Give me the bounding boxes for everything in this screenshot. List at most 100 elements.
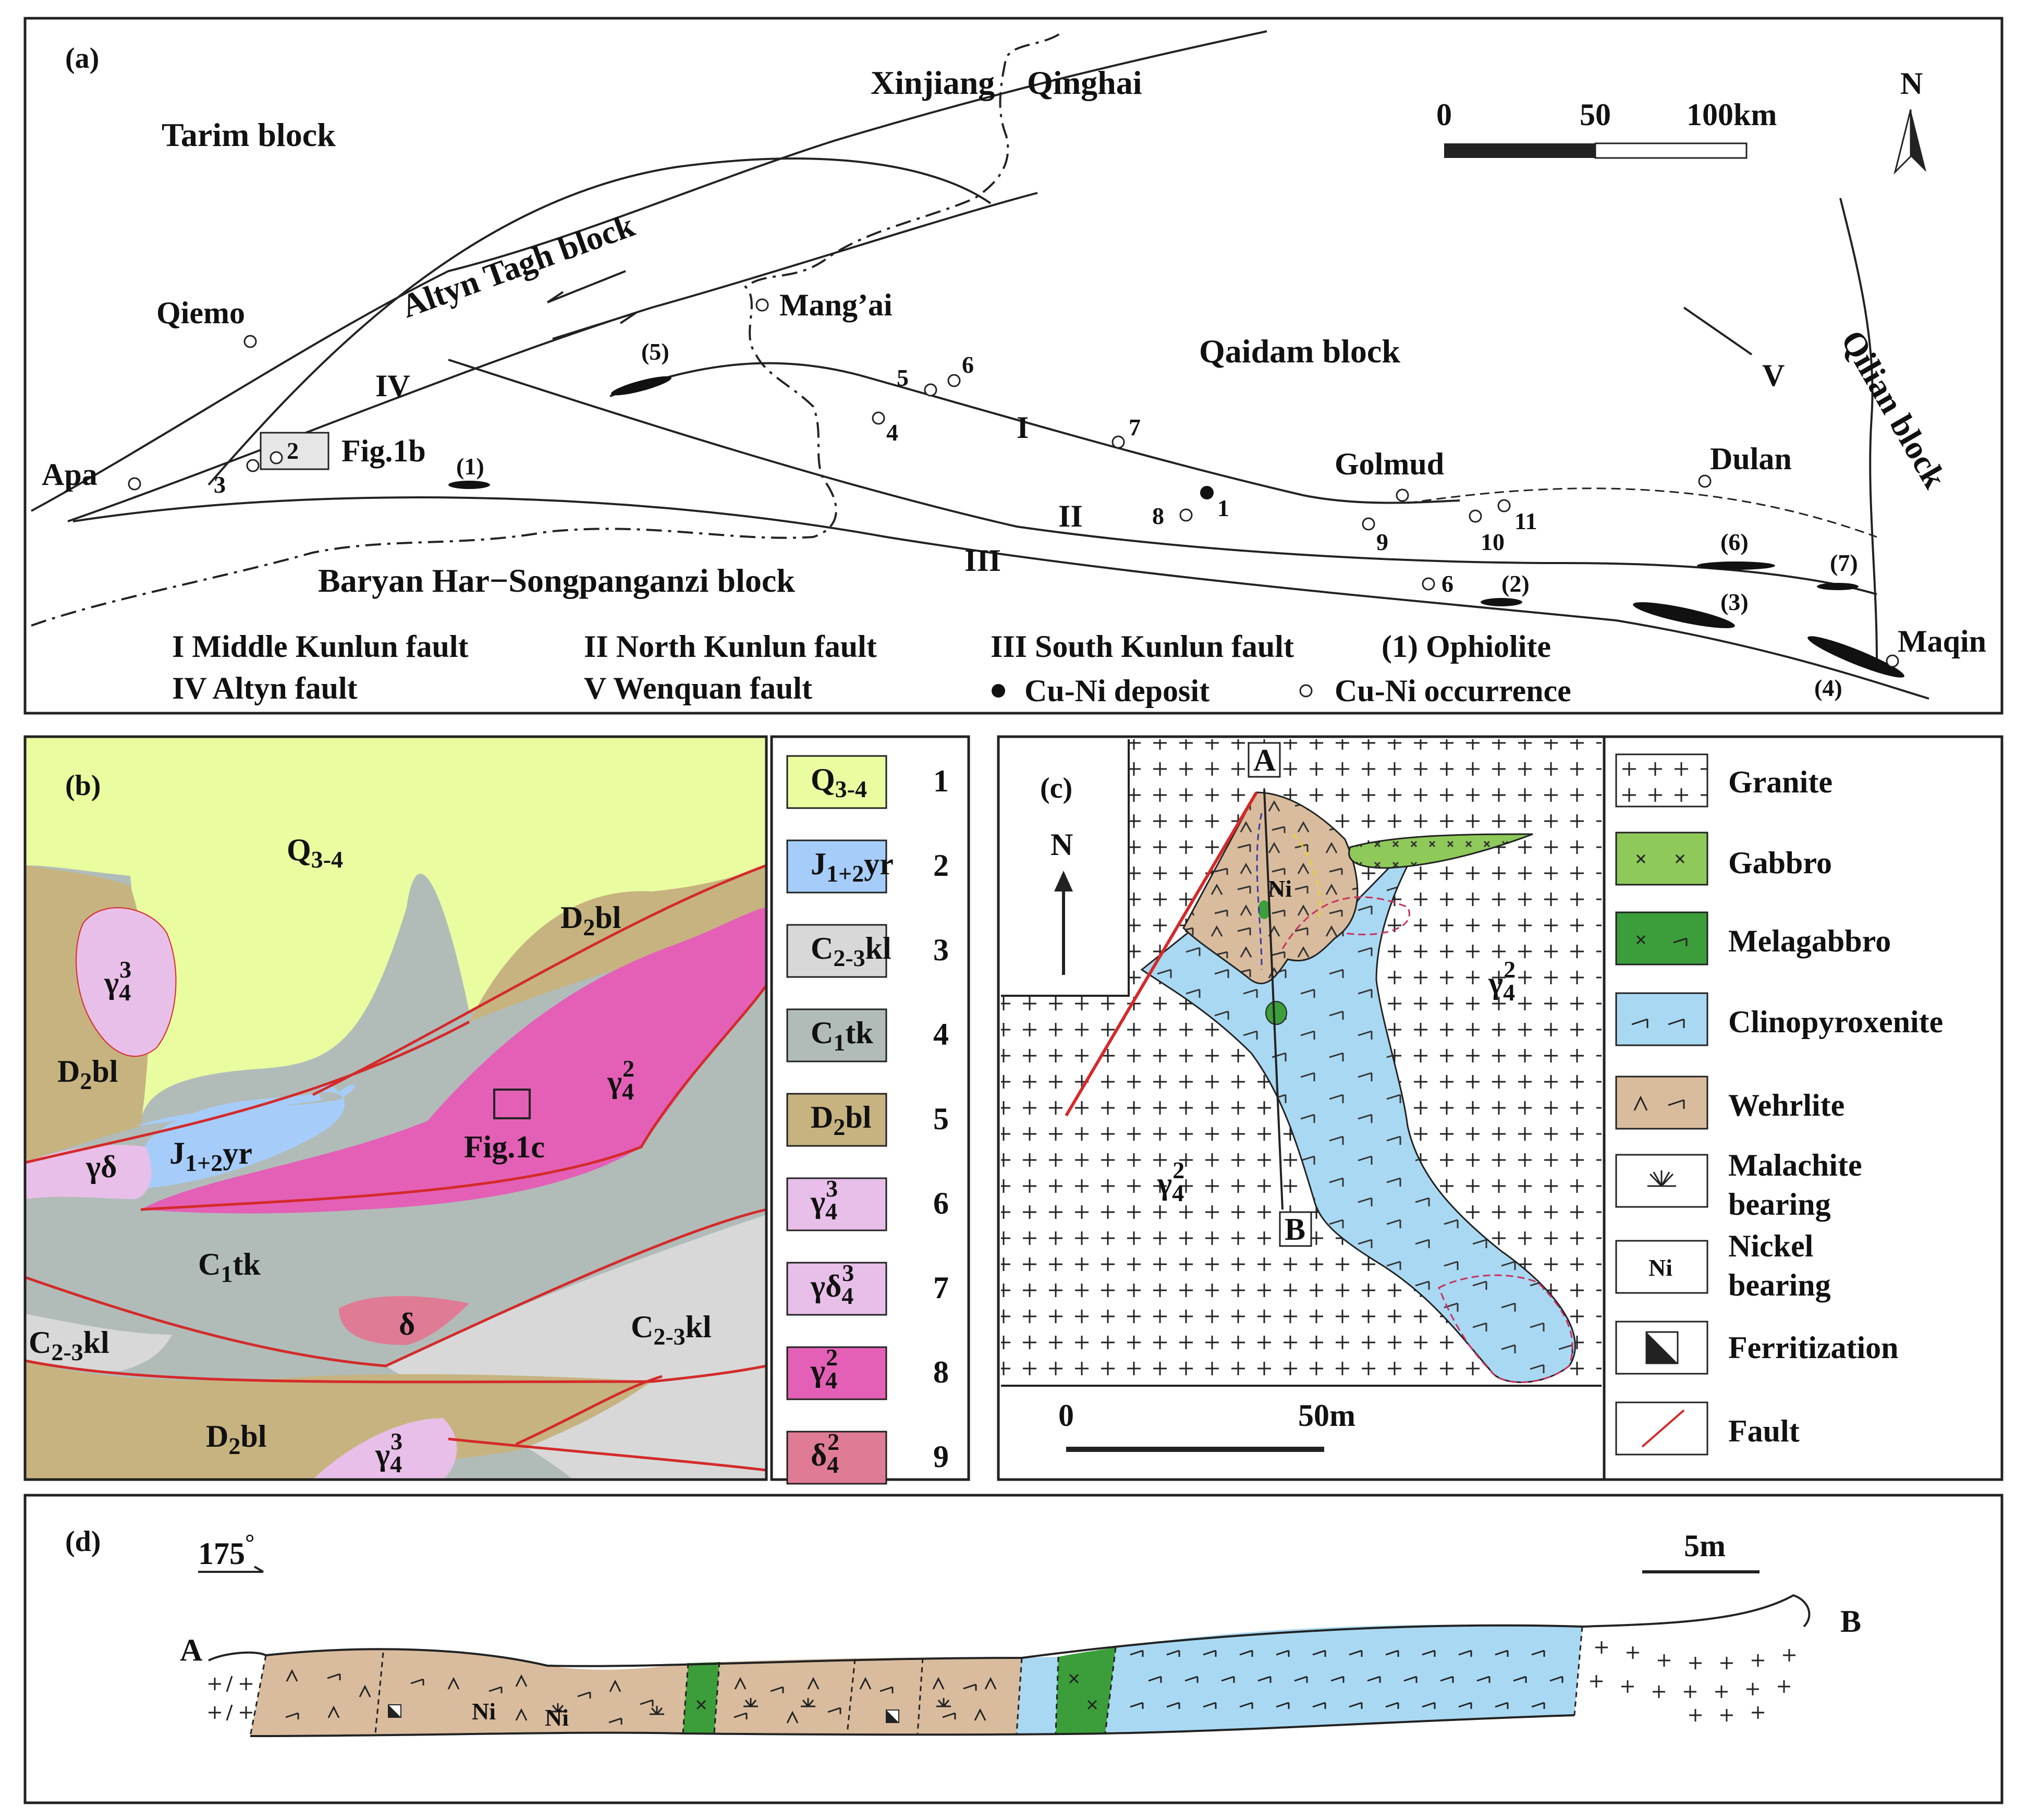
legend-wehrlite-label: Wehrlite <box>1728 1088 1844 1122</box>
panel-a: (a) <box>23 17 2003 715</box>
clinopyroxenite-symbol <box>1239 1702 1253 1709</box>
label-d2bl-east-main: D <box>560 900 583 935</box>
label-gamma43-north-sub: 4 <box>119 979 131 1006</box>
label-d2bl-west-main: D <box>57 1054 80 1089</box>
fault-motion-arrow-lower <box>552 312 637 340</box>
legend-b-number-7: 7 <box>933 1271 949 1305</box>
apa-label: Apa <box>42 457 97 492</box>
scale-a-0: 0 <box>1436 97 1452 132</box>
occurrence-label-2: 2 <box>287 437 299 464</box>
label-gamma43-south-sub: 4 <box>390 1451 402 1477</box>
legend-nickel-symbol: Ni <box>1648 1254 1672 1281</box>
label-c1tk-sub: 1 <box>221 1261 233 1287</box>
granite-label-east-main: γ <box>1488 966 1503 1000</box>
clinopyroxenite-symbol <box>1422 1702 1436 1709</box>
wehrlite-symbol <box>942 1712 956 1719</box>
label-c23kl-west-main: C <box>29 1325 51 1360</box>
malachite-zone-south <box>1438 1274 1573 1383</box>
melagabbro-pod-1 <box>1258 900 1270 919</box>
clinopyroxenite-symbol <box>1476 1676 1491 1683</box>
qiemo-label: Qiemo <box>156 296 245 330</box>
section-contacts <box>249 1626 1583 1737</box>
legend-wehrlite-swatch <box>1615 1076 1708 1130</box>
scale-bar-c: 0 50m <box>1058 1398 1355 1452</box>
altyn-fault <box>31 30 1267 512</box>
granite-label-east-sub: 4 <box>1503 979 1515 1006</box>
legend-gabbro-label: Gabbro <box>1728 846 1832 880</box>
wehrlite-symbol <box>932 1677 945 1690</box>
label-d2bl-east-tail: bl <box>595 900 621 935</box>
north-arrow-icon: N <box>1893 66 1926 175</box>
clinopyroxenite-symbol <box>1495 1702 1509 1709</box>
fault-icon <box>1641 1409 1685 1448</box>
label-gamma43-south-main: γ <box>375 1437 390 1472</box>
tarim-block-label: Tarim block <box>162 116 336 153</box>
south-kunlun-fault <box>72 496 1929 700</box>
legend-b-code-7: γδ43 <box>810 1260 854 1309</box>
section-granite-east <box>1590 1641 1795 1721</box>
ni-label-d-2: Ni <box>545 1704 569 1731</box>
cu-ni-deposit-marker <box>1200 486 1214 499</box>
clinopyroxenite-symbol <box>1130 1702 1144 1709</box>
label-c1tk-main: C <box>198 1247 221 1281</box>
wehrlite-symbol <box>515 1708 528 1721</box>
legend-b-code-9: δ42 <box>811 1428 839 1478</box>
malachite-icon <box>1647 1170 1676 1187</box>
legend-a-fault-1: I Middle Kunlun fault <box>172 629 469 664</box>
wehrlite-symbol <box>807 1677 820 1690</box>
clinopyroxenite-symbol <box>1422 1650 1436 1657</box>
panel-d-tag: (d) <box>65 1525 101 1558</box>
clinopyroxenite-symbol <box>1385 1702 1399 1709</box>
ophiolite-label-2: (2) <box>1501 570 1530 597</box>
ferritization-symbol-2-fill <box>886 1710 899 1723</box>
ni-label-d-1: Ni <box>472 1698 496 1725</box>
label-c23kl-east-sub: 2-3 <box>653 1323 685 1350</box>
legend-granite-label: Granite <box>1728 765 1832 799</box>
ophiolite-label-3: (3) <box>1720 589 1749 615</box>
clinopyroxenite-symbol <box>1549 1676 1563 1683</box>
section-melagabbro-west <box>683 1662 719 1733</box>
panel-c-tag: (c) <box>1040 772 1072 804</box>
clinopyroxenite-symbol <box>1531 1702 1545 1709</box>
unit-j12yr <box>136 1084 355 1189</box>
legend-a-occurrence: Cu-Ni occurrence <box>1335 674 1571 708</box>
legend-c: Granite Gabbro Melagabbro Clinopyroxenit… <box>1615 753 1943 1456</box>
point-a-label-d: A <box>180 1633 202 1667</box>
label-c23kl-west-tail: kl <box>83 1325 109 1360</box>
malachite-symbol <box>551 1703 565 1713</box>
legend-b-swatch-6 <box>786 1177 887 1231</box>
legend-b-number-2: 2 <box>933 848 949 883</box>
wehrlite-symbol <box>359 1684 371 1697</box>
occurrence-label-11: 11 <box>1514 508 1537 534</box>
fig1c-box <box>493 1089 531 1119</box>
deposit-label-1: 1 <box>1217 495 1229 521</box>
golmud-label: Golmud <box>1335 447 1444 481</box>
point-b-label-c: B <box>1285 1212 1305 1247</box>
wehrlite-symbol <box>879 1686 894 1693</box>
golmud-dulan-fault <box>1407 487 1877 538</box>
label-d2bl-south: D2bl <box>206 1419 266 1459</box>
occurrence-markers <box>128 298 1899 668</box>
legend-a-ophiolite: (1) Ophiolite <box>1382 629 1551 664</box>
legend-b-code-4: C1tk <box>811 1016 873 1056</box>
section-base <box>250 1714 1575 1737</box>
granite-label-east-sup: 2 <box>1504 956 1516 983</box>
clinopyroxenite-symbol <box>1221 1676 1235 1683</box>
label-d2bl-west: D2bl <box>57 1054 118 1094</box>
panel-a-tag: (a) <box>65 42 99 75</box>
point-b-box <box>1279 1211 1312 1247</box>
melagabbro-symbol <box>1069 1674 1079 1684</box>
malachite-symbol <box>801 1698 815 1707</box>
wehrlite-symbol <box>859 1677 872 1690</box>
azimuth-arrow-icon <box>198 1566 264 1573</box>
legend-b-code-5: D2bl <box>811 1100 871 1140</box>
clinopyroxenite-symbol <box>1148 1676 1162 1683</box>
label-j12yr-tail: yr <box>223 1136 252 1170</box>
ophiolite-label-4: (4) <box>1814 675 1842 701</box>
baryan-block-label: Baryan Har−Songpanganzi block <box>318 562 795 599</box>
legend-a-fault-5: V Wenquan fault <box>584 671 812 705</box>
xinjiang-label: Xinjiang <box>871 64 995 101</box>
label-d2bl-east: D2bl <box>560 900 621 940</box>
wehrlite-symbol <box>447 1677 460 1690</box>
legend-b-swatch-7 <box>786 1262 887 1316</box>
